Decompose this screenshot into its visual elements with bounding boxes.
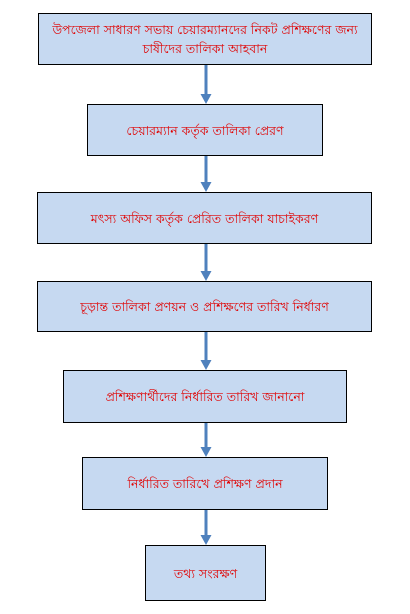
flow-step-label: চেয়ারম্যান কর্তৃক তালিকা প্রেরণ [126, 122, 284, 138]
flow-step-label: মৎস্য অফিস কর্তৃক প্রেরিত তালিকা যাচাইকর… [90, 210, 319, 226]
flow-step-send-list: চেয়ারম্যান কর্তৃক তালিকা প্রেরণ [87, 104, 323, 156]
flow-step-verify-list: মৎস্য অফিস কর্তৃক প্রেরিত তালিকা যাচাইকর… [37, 192, 372, 244]
arrow-head [200, 360, 212, 370]
flow-step-notify-trainees: প্রশিক্ষণার্থীদের নির্ধারিত তারিখ জানানো [63, 370, 347, 423]
arrow-head [200, 271, 212, 281]
flow-step-label: প্রশিক্ষণার্থীদের নির্ধারিত তারিখ জানানো [105, 389, 305, 404]
flow-step-label: উপজেলা সাধারণ সভায় চেয়ারম্যানদের নিকট … [52, 22, 358, 56]
flow-step-label: নির্ধারিত তারিখে প্রশিক্ষণ প্রদান [127, 476, 283, 491]
flow-step-label: চূড়ান্ত তালিকা প্রণয়ন ও প্রশিক্ষণের তা… [80, 299, 329, 314]
arrow-head [200, 447, 212, 457]
arrow-head [200, 535, 212, 545]
flow-step-label: তথ্য সংরক্ষণ [173, 565, 238, 581]
arrow-head [200, 182, 212, 192]
flow-step-call-for-list: উপজেলা সাধারণ সভায় চেয়ারম্যানদের নিকট … [38, 13, 372, 65]
flow-step-finalize-list: চূড়ান্ত তালিকা প্রণয়ন ও প্রশিক্ষণের তা… [37, 281, 372, 332]
flow-step-provide-training: নির্ধারিত তারিখে প্রশিক্ষণ প্রদান [82, 457, 328, 510]
arrow-head [200, 94, 212, 104]
flow-step-store-data: তথ্য সংরক্ষণ [145, 545, 266, 601]
